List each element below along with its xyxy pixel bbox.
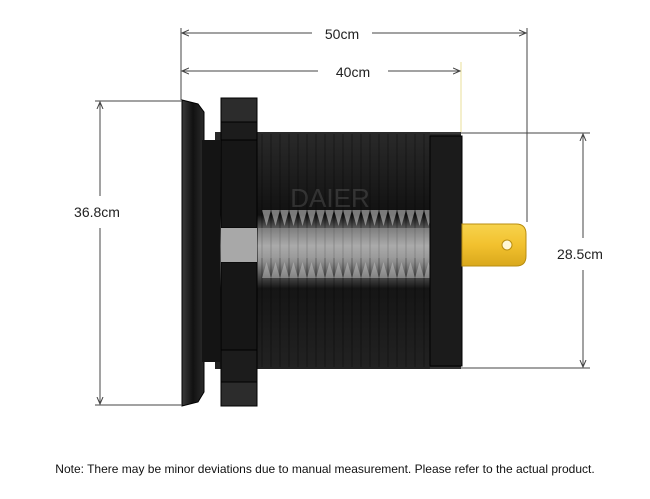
thread-tooth <box>343 262 352 278</box>
thread-tooth <box>343 210 352 226</box>
thread-tooth <box>370 262 379 278</box>
dimension-label-flange-height: 36.8cm <box>74 204 120 220</box>
yellow-terminal <box>461 223 527 267</box>
thread-tooth <box>370 210 379 226</box>
thread-tooth <box>298 262 307 278</box>
front-flange <box>181 99 205 407</box>
thread-tooth <box>397 210 406 226</box>
thread-tooth <box>415 262 424 278</box>
thread-tooth <box>307 262 316 278</box>
thread-tooth <box>406 210 415 226</box>
thread-tooth <box>316 262 325 278</box>
thread-tooth <box>352 210 361 226</box>
thread-tooth <box>406 262 415 278</box>
thread-tooth <box>325 262 334 278</box>
thread-tooth <box>334 210 343 226</box>
thread-tooth <box>289 262 298 278</box>
thread-tooth <box>325 210 334 226</box>
thread-tooth <box>415 210 424 226</box>
thread-tooth <box>271 210 280 226</box>
thread-highlight <box>258 228 460 258</box>
thread-tooth <box>388 262 397 278</box>
thread-tooth <box>334 262 343 278</box>
rear-collar <box>429 135 463 367</box>
dimension-label-body-width: 40cm <box>336 64 370 80</box>
thread-tooth <box>379 262 388 278</box>
thread-tooth <box>271 262 280 278</box>
watermark-text: DAIER <box>290 183 369 213</box>
thread-tooth <box>307 210 316 226</box>
dimension-label-total-width: 50cm <box>325 26 359 42</box>
thread-tooth <box>388 210 397 226</box>
thread-tooth <box>280 262 289 278</box>
thread-tooth <box>262 262 271 278</box>
thread-tooth <box>262 210 271 226</box>
dimension-lines <box>95 28 590 406</box>
thread-tooth <box>361 210 370 226</box>
terminal-hole <box>501 239 513 251</box>
dimension-label-body-height: 28.5cm <box>557 246 603 262</box>
thread-tooth <box>298 210 307 226</box>
thread-tooth <box>379 210 388 226</box>
lock-nut <box>220 97 258 407</box>
flange-neck <box>202 140 220 362</box>
thread-tooth <box>280 210 289 226</box>
thread-tooth <box>361 262 370 278</box>
thread-tooth <box>316 210 325 226</box>
thread-tooth <box>397 262 406 278</box>
thread-tooth <box>352 262 361 278</box>
disclaimer-note: Note: There may be minor deviations due … <box>55 462 595 476</box>
thread-tooth <box>289 210 298 226</box>
socket-illustration: DAIER <box>181 97 527 407</box>
